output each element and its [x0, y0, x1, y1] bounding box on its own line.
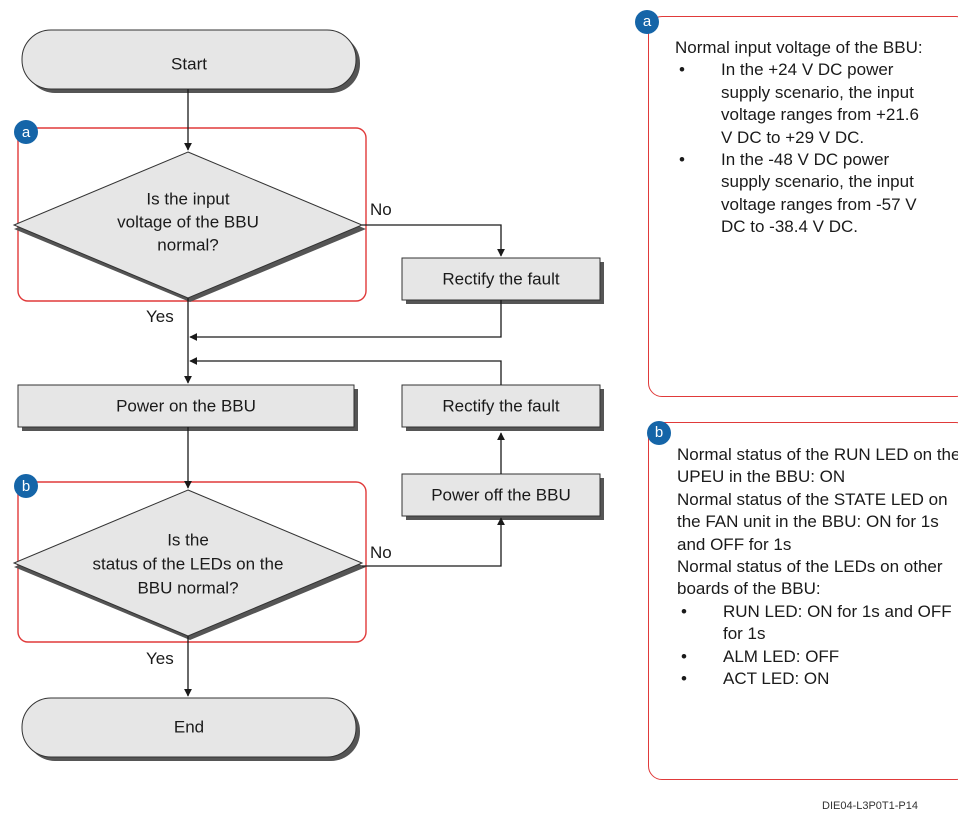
end-node: End [21, 697, 360, 761]
label-yes-a: Yes [146, 307, 174, 326]
badge-b: b [14, 474, 38, 498]
note-a-badge: a [635, 10, 659, 34]
decision-leds-line-3: BBU normal? [137, 578, 238, 597]
end-label: End [174, 717, 204, 736]
rectify-fault-label-2: Rectify the fault [442, 396, 559, 415]
note-b-other-status: Normal status of the LEDs on other board… [677, 557, 943, 599]
label-no-a: No [370, 200, 392, 219]
note-b-list: RUN LED: ON for 1s and OFF for 1s ALM LE… [677, 601, 958, 691]
decision-voltage: Is the input voltage of the BBU normal? [12, 151, 366, 302]
rectify-fault-node-1: Rectify the fault [401, 257, 604, 304]
decision-voltage-line-3: normal? [157, 235, 218, 254]
note-a-voltage: a Normal input voltage of the BBU: In th… [635, 10, 958, 397]
connectors [184, 89, 505, 697]
start-node: Start [21, 29, 360, 93]
connector-rectify-2-return [189, 357, 502, 385]
label-yes-b: Yes [146, 649, 174, 668]
power-off-label: Power off the BBU [431, 485, 571, 504]
note-b-badge: b [647, 421, 671, 445]
note-a-intro: Normal input voltage of the BBU: [675, 38, 923, 57]
note-a-bullet: In the -48 V DC power supply scenario, t… [675, 149, 958, 239]
power-on-label: Power on the BBU [116, 396, 256, 415]
note-a-bullet: In the +24 V DC power supply scenario, t… [675, 59, 958, 149]
connector-no-a [362, 224, 505, 257]
decision-voltage-line-1: Is the input [146, 189, 229, 208]
note-b-bullet: ACT LED: ON [677, 668, 958, 691]
connector-rectify-1-return [189, 300, 502, 341]
rectify-fault-label-1: Rectify the fault [442, 269, 559, 288]
badge-a-letter: a [22, 124, 31, 141]
flowchart: Start Is the input voltage of the BBU no… [12, 29, 604, 761]
note-a-list: In the +24 V DC power supply scenario, t… [675, 59, 958, 238]
note-b-bullet: RUN LED: ON for 1s and OFF for 1s [677, 601, 958, 646]
decision-leds: Is the status of the LEDs on the BBU nor… [12, 489, 366, 640]
rectify-fault-node-2: Rectify the fault [401, 384, 604, 431]
note-b-bullet: ALM LED: OFF [677, 646, 958, 669]
note-b-run-status: Normal status of the RUN LED on the UPEU… [677, 445, 958, 487]
badge-a: a [14, 120, 38, 144]
note-b-state-status: Normal status of the STATE LED on the FA… [677, 489, 948, 554]
note-b-leds: b Normal status of the RUN LED on the UP… [647, 421, 958, 780]
decision-leds-line-1: Is the [167, 530, 209, 549]
power-on-node: Power on the BBU [17, 384, 358, 431]
decision-voltage-line-2: voltage of the BBU [117, 212, 259, 231]
start-label: Start [171, 54, 207, 73]
connector-no-b [362, 517, 505, 567]
power-off-node: Power off the BBU [401, 473, 604, 520]
decision-leds-line-2: status of the LEDs on the [93, 554, 284, 573]
badge-b-letter: b [22, 478, 30, 495]
label-no-b: No [370, 543, 392, 562]
figure-caption: DIE04-L3P0T1-P14 [822, 800, 918, 812]
